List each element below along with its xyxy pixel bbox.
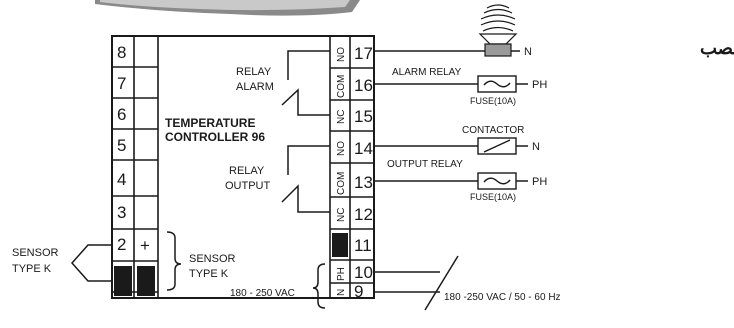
terminal-12: 12 [354,205,373,224]
terminal-2: 2 [117,235,126,254]
terminal-6: 6 [117,105,126,124]
terminal-13: 13 [354,173,373,192]
terminal-16: 16 [354,76,373,95]
alarm-horn-base [484,43,512,57]
terminal-15: 15 [354,107,373,126]
relay-output-label-1: RELAY [229,165,265,177]
tag-n-9: N [336,289,347,296]
terminal-blank-left-1 [114,266,132,296]
sensor-bracket [166,231,182,291]
controller-title-line2: CONTROLLER 96 [165,130,265,144]
power-bracket [312,263,326,309]
n-label-contactor: N [532,141,540,153]
right-terminal-block [329,36,374,298]
tag-no-14: NO [336,141,347,156]
fuse-1-label: FUSE(10A) [470,96,516,106]
external-wiring [374,50,528,311]
terminal-3: 3 [117,203,126,222]
terminal-7: 7 [117,74,126,93]
supply-label: 180 -250 VAC / 50 - 60 Hz [444,292,561,303]
fuse-2-icon [477,172,517,190]
tag-nc-12: NC [336,208,347,222]
ph-label-2: PH [532,176,547,188]
sensor-inside-label-2: TYPE K [189,268,229,280]
sensor-inside-label-1: SENSOR [189,253,236,265]
tag-com-16: COM [336,75,347,98]
relay-alarm-label-1: RELAY [236,66,272,78]
relay-alarm-contact [281,50,330,116]
output-relay-label: OUTPUT RELAY [387,159,463,170]
terminal-17: 17 [354,44,373,63]
polarity-minus: − [140,268,150,287]
terminal-4: 4 [117,170,126,189]
terminal-blank-right [332,233,348,257]
tag-ph-10: PH [336,267,347,281]
fuse-2-label: FUSE(10A) [470,192,516,202]
terminal-10: 10 [354,263,373,282]
contactor-label: CONTACTOR [462,125,524,136]
terminal-5: 5 [117,136,126,155]
controller-title-line1: TEMPERATURE [165,116,255,130]
tag-no-17: NO [336,47,347,62]
terminal-14: 14 [354,139,373,158]
alarm-relay-label: ALARM RELAY [392,67,462,78]
install-guide-title: راهنمای نصب [700,38,734,59]
tag-com-13: COM [336,172,347,195]
relay-alarm-label-2: ALARM [236,81,274,93]
terminal-9: 9 [354,282,363,301]
polarity-plus: + [140,236,150,255]
terminal-1: 1 [117,267,126,286]
relay-output-label-2: OUTPUT [225,180,271,192]
sensor-outside-label-2: TYPE K [12,263,52,275]
sensor-outside-label-1: SENSOR [12,247,59,259]
relay-output-contact [281,145,330,213]
ph-label-1: PH [532,79,547,91]
terminal-11: 11 [354,236,372,255]
controller-enclosure [111,35,375,299]
n-label-horn: N [524,46,532,58]
top-photo-strip [95,0,360,16]
power-label: 180 - 250 VAC [230,288,295,299]
fuse-1-icon [477,75,517,93]
tag-nc-15: NC [336,110,347,124]
contactor-icon [477,137,517,155]
alarm-horn-icon [478,4,518,45]
sensor-probe-wiring [70,244,112,282]
terminal-8: 8 [117,43,126,62]
terminal-blank-left-2 [137,266,155,296]
